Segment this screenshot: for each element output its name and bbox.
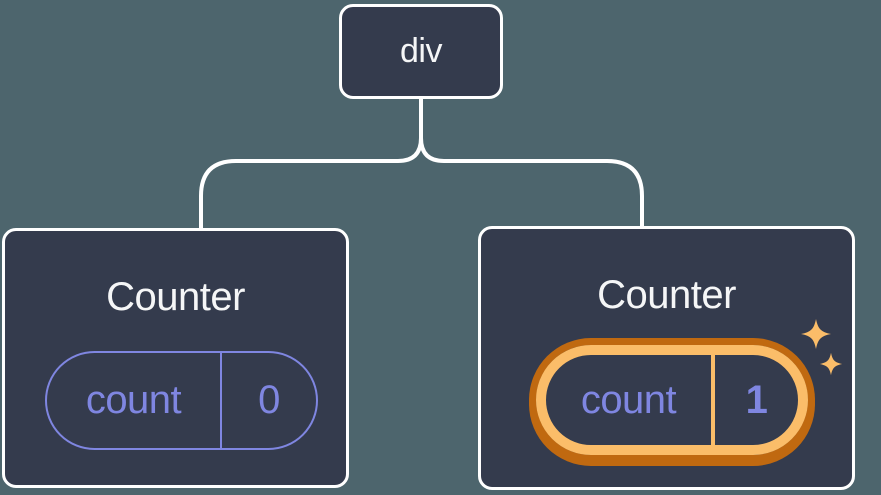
counter-node-right: Counter count 1 xyxy=(478,226,855,490)
state-key-label: count xyxy=(85,378,182,422)
state-value: 1 xyxy=(745,377,768,422)
pill-divider xyxy=(711,355,715,445)
sparkle-icon xyxy=(819,352,843,376)
root-node-label: div xyxy=(400,32,442,70)
connector-branch-left xyxy=(199,137,423,230)
state-key-label: count xyxy=(580,377,677,422)
sparkle-icon xyxy=(801,319,831,349)
root-node-div: div xyxy=(339,4,503,99)
connector-branch-right xyxy=(419,137,644,228)
state-pill-highlighted: count 1 xyxy=(536,345,808,455)
counter-title: Counter xyxy=(597,273,736,317)
counter-node-left: Counter count 0 xyxy=(2,228,349,488)
state-pill: count 0 xyxy=(45,351,318,450)
counter-title: Counter xyxy=(106,275,245,319)
pill-divider xyxy=(220,353,222,448)
state-value: 0 xyxy=(258,378,280,422)
